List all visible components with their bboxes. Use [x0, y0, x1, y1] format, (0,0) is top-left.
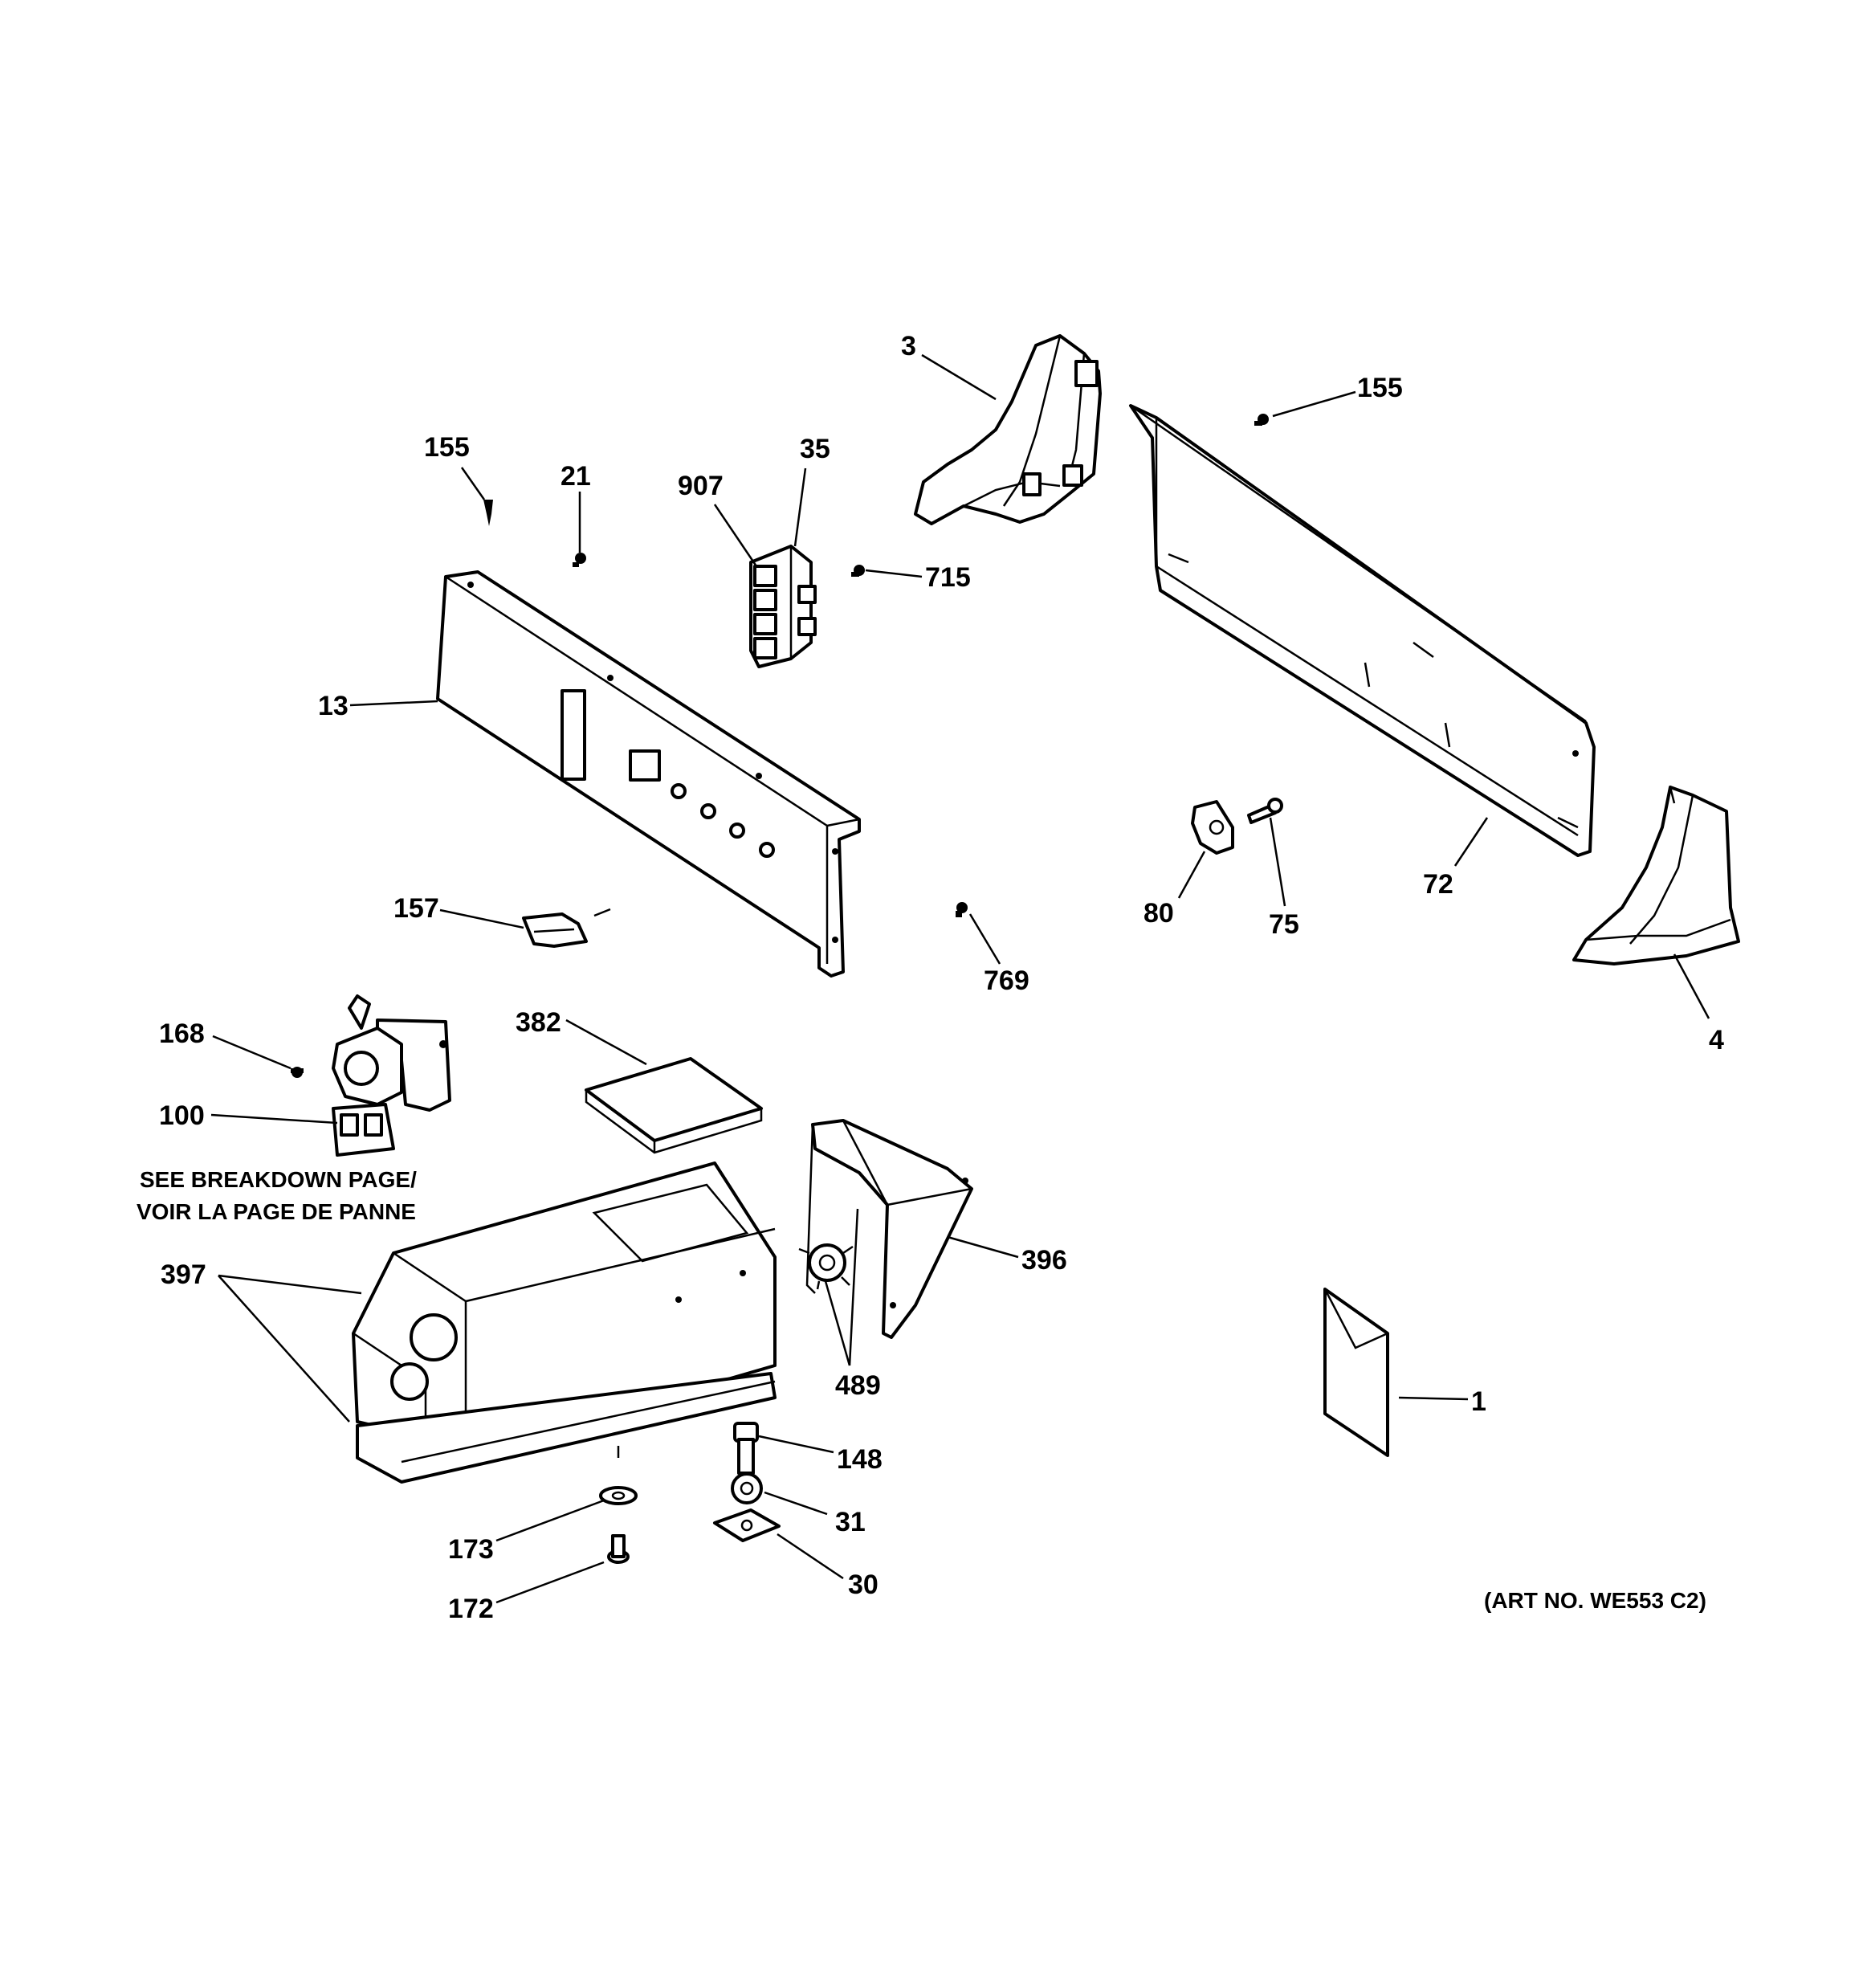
part-155-screw-right[interactable]: [1254, 414, 1269, 426]
label-396[interactable]: 396: [1021, 1245, 1067, 1276]
part-382-filter-pad[interactable]: [585, 1057, 763, 1154]
label-173[interactable]: 173: [448, 1534, 494, 1565]
part-31-star-washer[interactable]: [731, 1472, 763, 1504]
part-168-screw[interactable]: [291, 1067, 304, 1078]
part-148-bolt[interactable]: [733, 1422, 759, 1475]
label-1[interactable]: 1: [1471, 1386, 1486, 1417]
breakdown-note-line2: VOIR LA PAGE DE PANNE: [137, 1199, 416, 1224]
part-157-connector[interactable]: [522, 908, 611, 948]
part-172-screw[interactable]: [607, 1534, 630, 1564]
part-4-right-bracket[interactable]: [1572, 786, 1740, 965]
part-80-clip[interactable]: [1191, 800, 1234, 855]
label-382[interactable]: 382: [516, 1007, 561, 1038]
part-769-screw[interactable]: [956, 902, 968, 917]
part-155-screw-left[interactable]: [483, 500, 493, 526]
part-715-screw[interactable]: [851, 565, 865, 577]
part-labels: 3 155 155 21 907 35 715 13 72 80 75 157 …: [159, 331, 1724, 1624]
notes: SEE BREAKDOWN PAGE/ VOIR LA PAGE DE PANN…: [137, 1167, 1706, 1613]
label-31[interactable]: 31: [835, 1507, 866, 1537]
label-72[interactable]: 72: [1423, 869, 1453, 900]
part-35-switch-assembly[interactable]: [749, 545, 817, 668]
label-148[interactable]: 148: [837, 1444, 883, 1475]
label-168[interactable]: 168: [159, 1018, 205, 1049]
leader-lines: [210, 353, 1710, 1604]
part-75-screw[interactable]: [1247, 798, 1283, 824]
label-715[interactable]: 715: [925, 562, 971, 593]
label-157[interactable]: 157: [393, 893, 439, 924]
label-35[interactable]: 35: [800, 434, 830, 464]
label-769[interactable]: 769: [984, 965, 1029, 996]
label-4[interactable]: 4: [1709, 1025, 1724, 1055]
label-3[interactable]: 3: [901, 331, 916, 361]
label-80[interactable]: 80: [1143, 898, 1174, 929]
part-21-screw[interactable]: [573, 553, 586, 567]
part-100-motor-assembly[interactable]: [332, 994, 451, 1157]
part-3-left-bracket[interactable]: [914, 334, 1102, 525]
label-155-right[interactable]: 155: [1357, 373, 1403, 403]
art-number: (ART NO. WE553 C2): [1484, 1588, 1706, 1613]
label-100[interactable]: 100: [159, 1100, 205, 1131]
part-397-housing[interactable]: [352, 1161, 777, 1484]
label-30[interactable]: 30: [848, 1570, 879, 1600]
part-396-shroud[interactable]: [805, 1119, 973, 1339]
label-21[interactable]: 21: [561, 461, 591, 492]
label-489[interactable]: 489: [835, 1370, 881, 1401]
label-155-left[interactable]: 155: [424, 432, 470, 463]
part-72-back-panel[interactable]: [1129, 404, 1596, 857]
part-30-plate[interactable]: [713, 1508, 781, 1542]
label-397[interactable]: 397: [161, 1259, 206, 1290]
part-173-washer[interactable]: [599, 1446, 638, 1505]
label-907[interactable]: 907: [678, 471, 724, 501]
part-1-literature[interactable]: [1323, 1288, 1389, 1457]
part-489-fan[interactable]: [798, 1243, 854, 1290]
label-13[interactable]: 13: [318, 691, 349, 721]
breakdown-note-line1: SEE BREAKDOWN PAGE/: [140, 1167, 417, 1192]
label-172[interactable]: 172: [448, 1594, 494, 1624]
label-75[interactable]: 75: [1269, 909, 1299, 940]
part-13-control-panel[interactable]: [436, 570, 861, 978]
